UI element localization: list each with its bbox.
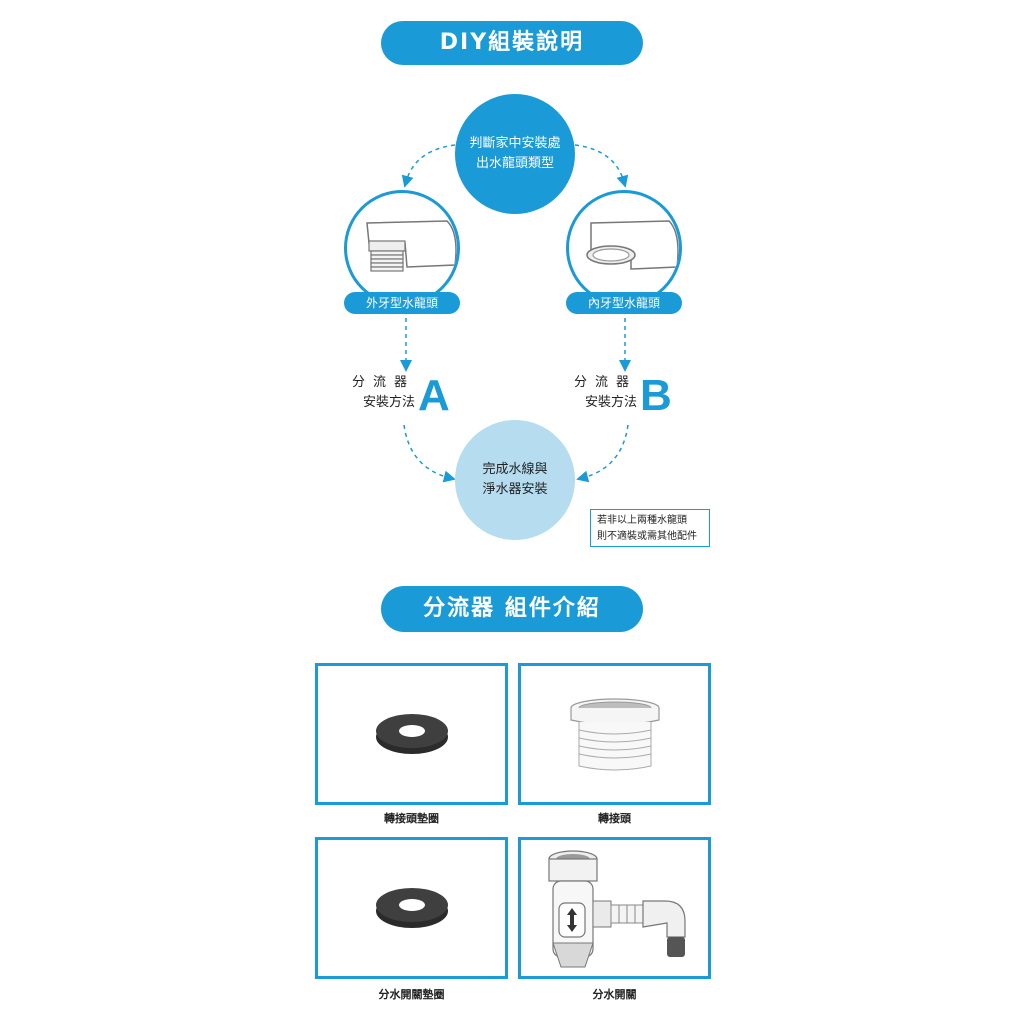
method-a-line-2: 安裝方法	[363, 395, 416, 410]
component-label: 轉接頭	[598, 812, 631, 825]
method-b-line-1: 分流器	[574, 375, 638, 390]
female-faucet-icon	[586, 220, 679, 270]
arrow-top-left	[401, 144, 456, 188]
flow-arrows	[400, 144, 631, 483]
washer-icon	[375, 888, 448, 928]
component-card-diverter-washer	[315, 837, 508, 979]
compatibility-note: 若非以上兩種水龍頭 則不適裝或需其他配件	[590, 509, 710, 547]
method-a-letter: A	[418, 371, 450, 420]
diverter-valve-icon	[547, 850, 686, 968]
component-label: 分水開關墊圈	[378, 988, 445, 1001]
component-card-adapter	[518, 663, 711, 805]
washer-icon	[375, 714, 448, 754]
method-b-text: 分流器 安裝方法	[574, 373, 637, 413]
arrow-top-right	[574, 144, 629, 188]
start-circle: 判斷家中安裝處 出水龍頭類型	[455, 94, 575, 214]
note-line-2: 則不適裝或需其他配件	[597, 531, 697, 542]
note-line-1: 若非以上兩種水龍頭	[597, 515, 687, 526]
start-line-2: 出水龍頭類型	[475, 156, 554, 171]
components-title: 分流器 組件介紹	[381, 586, 643, 632]
adapter-icon	[569, 698, 660, 771]
end-circle: 完成水線與 淨水器安裝	[455, 420, 575, 540]
component-card-diverter-valve	[518, 837, 711, 979]
method-b-line-2: 安裝方法	[585, 395, 638, 410]
end-line-2: 淨水器安裝	[482, 482, 548, 497]
male-faucet-icon	[366, 220, 457, 272]
method-a-text: 分流器 安裝方法	[352, 373, 415, 413]
start-line-1: 判斷家中安裝處	[469, 136, 561, 151]
page-title: DIY組裝說明	[381, 21, 643, 65]
component-label: 轉接頭墊圈	[384, 812, 439, 825]
male-thread-faucet-label: 外牙型水龍頭	[344, 292, 460, 314]
arrow-b-to-end	[576, 424, 629, 483]
arrow-a-to-end	[403, 424, 456, 483]
method-b-letter: B	[640, 371, 672, 420]
male-thread-faucet-image	[344, 190, 460, 306]
female-thread-faucet-image	[566, 190, 682, 306]
component-card-adapter-washer	[315, 663, 508, 805]
end-line-1: 完成水線與	[482, 462, 548, 477]
female-thread-faucet-label: 內牙型水龍頭	[566, 292, 682, 314]
method-a-line-1: 分流器	[352, 375, 416, 390]
component-label: 分水開關	[592, 988, 637, 1001]
